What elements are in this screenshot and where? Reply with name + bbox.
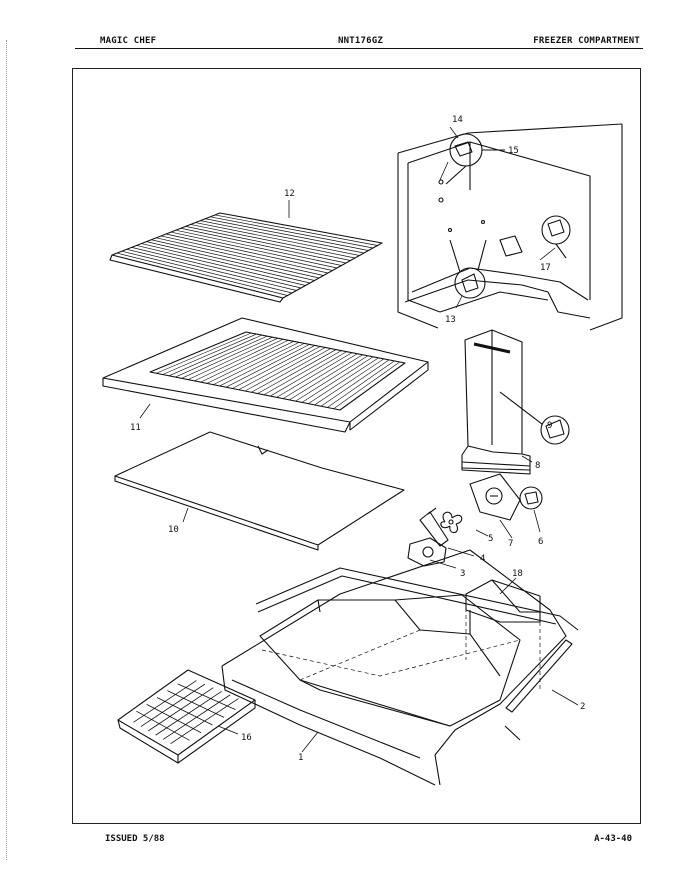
callout-14: 14 bbox=[452, 115, 463, 125]
fan-blade bbox=[440, 511, 463, 534]
callout-1: 1 bbox=[298, 753, 303, 763]
alignment-lines bbox=[261, 594, 541, 690]
leader-lines bbox=[139, 126, 579, 753]
footer-issued: ISSUED 5/88 bbox=[105, 834, 165, 844]
evaporator-cover bbox=[461, 329, 531, 475]
part-6-detail bbox=[519, 486, 543, 510]
fan-bracket bbox=[469, 473, 521, 521]
trim-strip bbox=[255, 567, 579, 741]
callout-4: 4 bbox=[480, 554, 485, 564]
header-rule bbox=[75, 48, 643, 49]
wire-shelf bbox=[109, 212, 383, 303]
fan-motor bbox=[407, 537, 447, 567]
callout-11: 11 bbox=[130, 423, 141, 433]
callout-9: 9 bbox=[547, 421, 552, 431]
header-section: FREEZER COMPARTMENT bbox=[533, 36, 640, 46]
part-14-15-detail bbox=[445, 133, 505, 185]
callout-12: 12 bbox=[284, 189, 295, 199]
freezer-floor-liner bbox=[221, 549, 567, 786]
freezer-cabinet bbox=[397, 123, 623, 331]
shelf-frame bbox=[102, 317, 429, 433]
callout-2: 2 bbox=[580, 702, 585, 712]
header-brand: MAGIC CHEF bbox=[100, 36, 157, 46]
diagram-frame bbox=[72, 68, 641, 824]
scan-edge bbox=[6, 40, 8, 860]
footer-page-code: A-43-40 bbox=[594, 834, 632, 844]
callout-13: 13 bbox=[445, 315, 456, 325]
callout-15: 15 bbox=[508, 146, 519, 156]
callout-labels: 12 11 10 14 15 17 13 9 8 6 7 5 4 3 18 2 … bbox=[130, 115, 585, 763]
header-model: NNT176GZ bbox=[338, 36, 383, 46]
callout-5: 5 bbox=[488, 534, 493, 544]
part-13-detail bbox=[449, 239, 487, 299]
callout-18: 18 bbox=[512, 569, 523, 579]
part-9-detail bbox=[499, 391, 570, 445]
callout-17: 17 bbox=[540, 263, 551, 273]
crisper-pan bbox=[465, 579, 541, 623]
callout-3: 3 bbox=[460, 569, 465, 579]
shelf-panel bbox=[114, 431, 405, 551]
callout-7: 7 bbox=[508, 539, 513, 549]
part-17-detail bbox=[541, 215, 571, 259]
callout-6: 6 bbox=[538, 537, 543, 547]
ice-cube-tray bbox=[117, 669, 256, 764]
motor-bracket bbox=[419, 507, 449, 547]
callout-16: 16 bbox=[241, 733, 252, 743]
callout-8: 8 bbox=[535, 461, 540, 471]
callout-10: 10 bbox=[168, 525, 179, 535]
